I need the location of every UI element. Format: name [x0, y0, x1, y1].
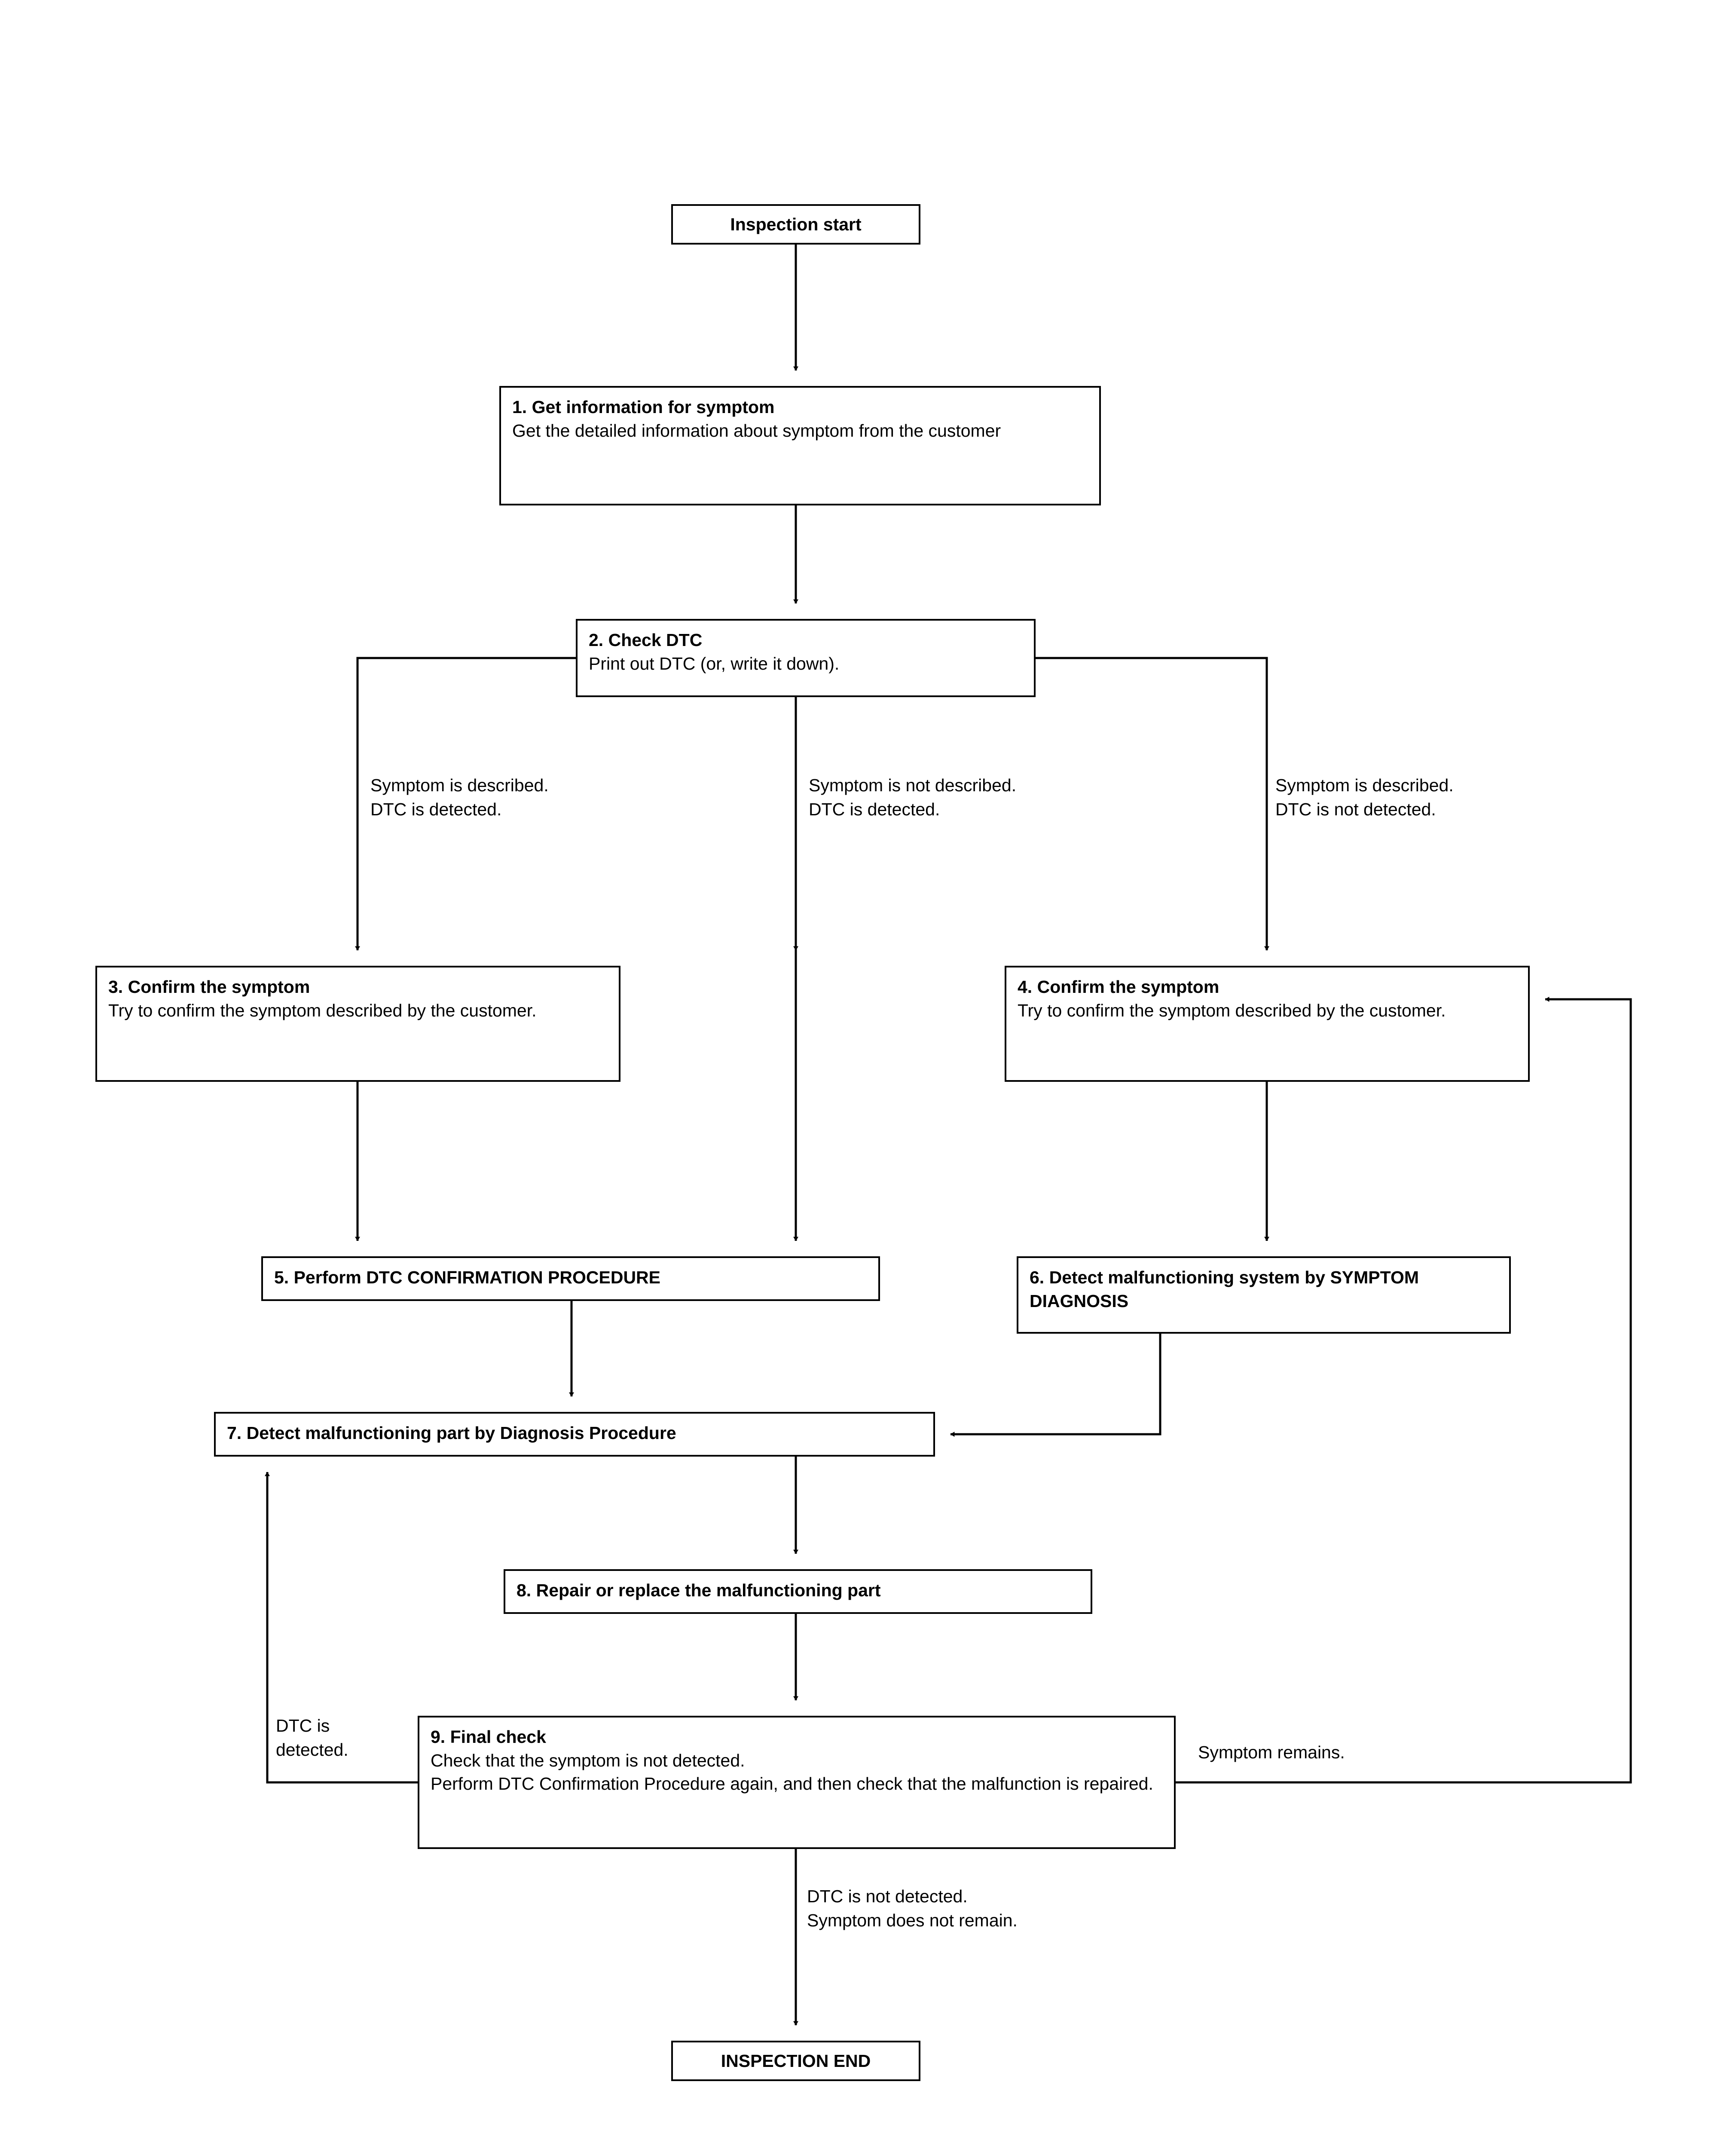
node-step-6-heading: 6. Detect malfunctioning system by SYMPT…	[1030, 1267, 1419, 1311]
node-step-3-body: Try to confirm the symptom described by …	[108, 1000, 537, 1020]
node-step-9[interactable]: 9. Final check Check that the symptom is…	[418, 1716, 1176, 1849]
node-step-3-heading: 3. Confirm the symptom	[108, 977, 310, 997]
edge-2-to-4	[1036, 657, 1269, 951]
node-step-8-heading: 8. Repair or replace the malfunctioning …	[517, 1580, 881, 1600]
edge-label-branch-middle: Symptom is not described. DTC is detecte…	[809, 775, 1017, 819]
node-step-5-heading: 5. Perform DTC CONFIRMATION PROCEDURE	[274, 1267, 661, 1287]
edge-label-exit: DTC is not detected. Symptom does not re…	[807, 1886, 1018, 1930]
node-step-4-heading: 4. Confirm the symptom	[1018, 977, 1219, 997]
edge-label-loop-left: DTC is detected.	[276, 1716, 348, 1760]
node-step-9-body: Check that the symptom is not detected. …	[431, 1750, 1153, 1794]
node-step-7-heading: 7. Detect malfunctioning part by Diagnos…	[227, 1423, 676, 1443]
node-step-1-heading: 1. Get information for symptom	[512, 397, 775, 417]
node-step-1[interactable]: 1. Get information for symptom Get the d…	[499, 386, 1101, 505]
node-step-5[interactable]: 5. Perform DTC CONFIRMATION PROCEDURE	[261, 1256, 880, 1301]
node-step-2[interactable]: 2. Check DTC Print out DTC (or, write it…	[576, 619, 1036, 697]
node-step-7[interactable]: 7. Detect malfunctioning part by Diagnos…	[214, 1412, 935, 1457]
edge-9-loop-to-4	[1176, 997, 1632, 1784]
node-step-3[interactable]: 3. Confirm the symptom Try to confirm th…	[95, 966, 620, 1082]
node-inspection-end[interactable]: INSPECTION END	[671, 2041, 920, 2081]
node-step-8[interactable]: 8. Repair or replace the malfunctioning …	[504, 1569, 1092, 1614]
node-step-4-body: Try to confirm the symptom described by …	[1018, 1000, 1446, 1020]
edge-label-branch-left: Symptom is described. DTC is detected.	[370, 775, 549, 819]
node-step-6[interactable]: 6. Detect malfunctioning system by SYMPT…	[1017, 1256, 1511, 1334]
node-step-1-body: Get the detailed information about sympt…	[512, 420, 1001, 441]
edge-6-to-7	[950, 1334, 1161, 1437]
edge-label-loop-right: Symptom remains.	[1198, 1742, 1345, 1762]
node-step-9-heading: 9. Final check	[431, 1727, 546, 1747]
node-inspection-start[interactable]: Inspection start	[671, 204, 920, 245]
node-step-4[interactable]: 4. Confirm the symptom Try to confirm th…	[1005, 966, 1530, 1082]
node-step-2-body: Print out DTC (or, write it down).	[589, 653, 840, 673]
edge-label-branch-right: Symptom is described. DTC is not detecte…	[1275, 775, 1454, 819]
node-step-2-heading: 2. Check DTC	[589, 630, 703, 650]
